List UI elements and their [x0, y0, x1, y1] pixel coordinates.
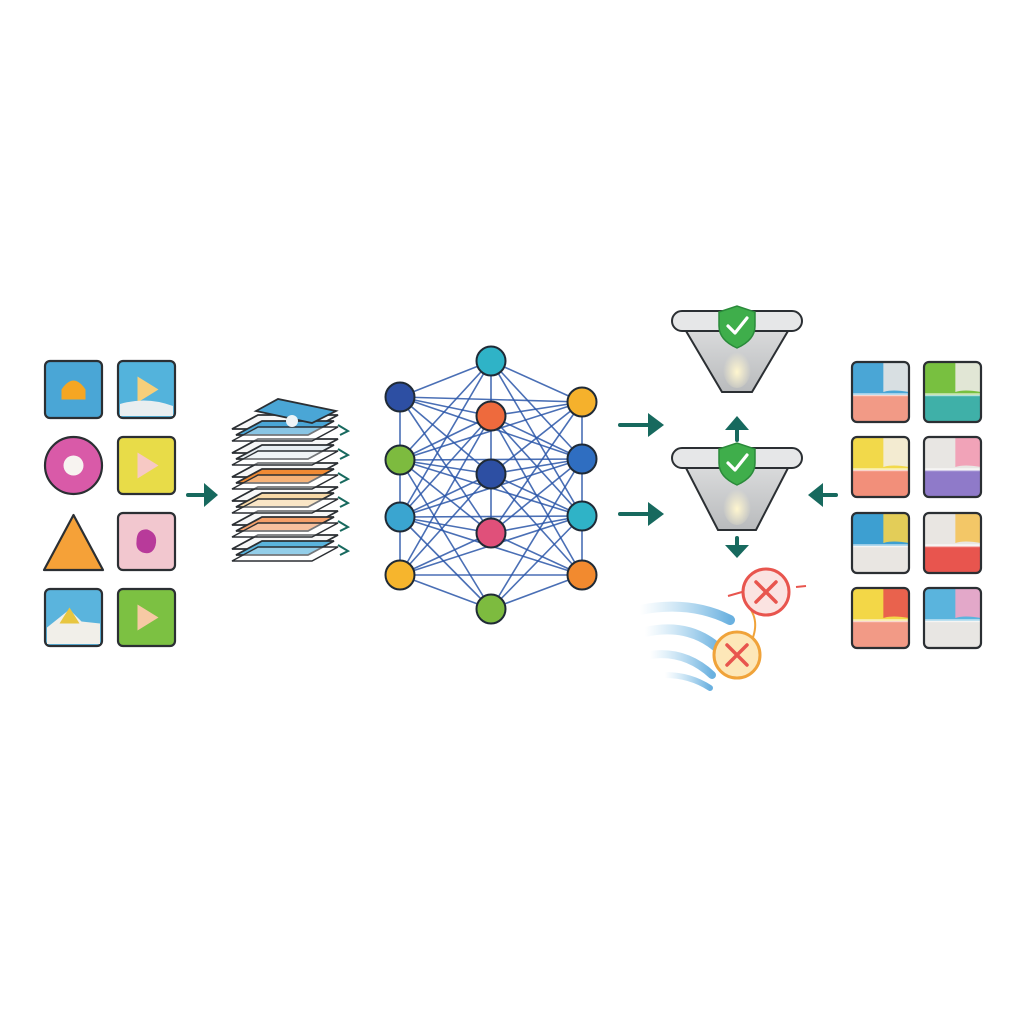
- network-edge: [399, 396, 492, 534]
- network-edge: [490, 515, 583, 610]
- network-edge: [399, 360, 492, 398]
- input-tile-donut: [43, 435, 104, 496]
- stack-layer: [231, 510, 351, 538]
- network-node: [566, 443, 598, 475]
- network-edge: [490, 458, 583, 534]
- filter-funnel-bottom: [671, 442, 803, 531]
- input-tile-play-green: [116, 587, 177, 648]
- rejected-outputs: [635, 567, 807, 691]
- network-node: [475, 400, 507, 432]
- output-tile-8: [922, 586, 983, 650]
- network-edges: [399, 360, 583, 610]
- mountain-icon: [59, 607, 80, 624]
- shield-check-icon: [718, 442, 756, 486]
- output-tile-4: [922, 435, 983, 499]
- network-node: [475, 593, 507, 625]
- network-node: [384, 381, 416, 413]
- arrow-network-to-bottom-funnel: [618, 502, 664, 526]
- network-edge: [490, 401, 583, 475]
- network-node: [566, 386, 598, 418]
- arrow-network-to-top-funnel: [618, 413, 664, 437]
- network-node: [384, 501, 416, 533]
- network-node: [566, 559, 598, 591]
- output-tile-2: [922, 360, 983, 424]
- arrow-output-to-funnel: [808, 483, 838, 507]
- network-edge: [399, 459, 492, 610]
- play-icon: [137, 452, 159, 479]
- network-node: [475, 345, 507, 377]
- network-edge: [399, 516, 492, 610]
- input-tile-landscape: [43, 587, 104, 648]
- network-edge: [399, 415, 492, 461]
- input-tile-blob: [116, 511, 177, 572]
- network-edge: [490, 401, 583, 534]
- network-node: [384, 559, 416, 591]
- arch-icon: [61, 380, 86, 400]
- filter-funnel-top: [671, 305, 803, 393]
- network-edge: [399, 360, 492, 461]
- network-edge: [399, 360, 492, 518]
- input-tile-arch: [43, 359, 104, 420]
- output-tile-1: [850, 360, 911, 424]
- network-edge: [399, 473, 492, 518]
- stack-layer: [231, 534, 351, 562]
- neural-network-graph: [384, 345, 598, 625]
- stack-layer: [231, 486, 351, 514]
- network-edge: [399, 532, 492, 576]
- arrow-input-to-stack: [186, 483, 218, 507]
- stack-layer: [231, 462, 351, 490]
- network-nodes: [384, 345, 598, 625]
- stack-layer: [231, 398, 351, 442]
- arrow-up-icon: [725, 416, 749, 442]
- stack-layer: [231, 438, 351, 466]
- dot-icon: [63, 455, 84, 476]
- network-node: [475, 458, 507, 490]
- network-edge: [490, 458, 583, 610]
- data-layer-stack: [231, 398, 351, 562]
- output-tile-6: [922, 511, 983, 575]
- arrow-head-1: [204, 483, 218, 507]
- network-edge: [490, 574, 583, 610]
- play-icon: [137, 376, 159, 403]
- network-node: [475, 517, 507, 549]
- network-edge: [490, 360, 583, 460]
- network-edge: [399, 515, 583, 518]
- reject-x-icon: [741, 567, 791, 617]
- output-tile-grid: [850, 360, 983, 650]
- output-tile-5: [850, 511, 911, 575]
- input-tile-grid: [42, 359, 177, 648]
- network-edge: [399, 396, 492, 475]
- arrow-down-icon: [725, 536, 749, 558]
- input-tile-play-blue: [116, 359, 177, 420]
- network-edge: [399, 459, 492, 534]
- network-node: [566, 500, 598, 532]
- network-edge: [399, 396, 583, 403]
- output-tile-7: [850, 586, 911, 650]
- blob-icon: [136, 529, 157, 554]
- shield-check-icon: [718, 305, 756, 349]
- input-tile-triangle: [42, 513, 105, 572]
- reject-x-icon: [712, 630, 762, 680]
- output-tile-3: [850, 435, 911, 499]
- input-tile-play-yellow: [116, 435, 177, 496]
- network-edge: [399, 574, 492, 610]
- network-edge: [490, 360, 583, 403]
- play-icon: [137, 604, 159, 631]
- network-node: [384, 444, 416, 476]
